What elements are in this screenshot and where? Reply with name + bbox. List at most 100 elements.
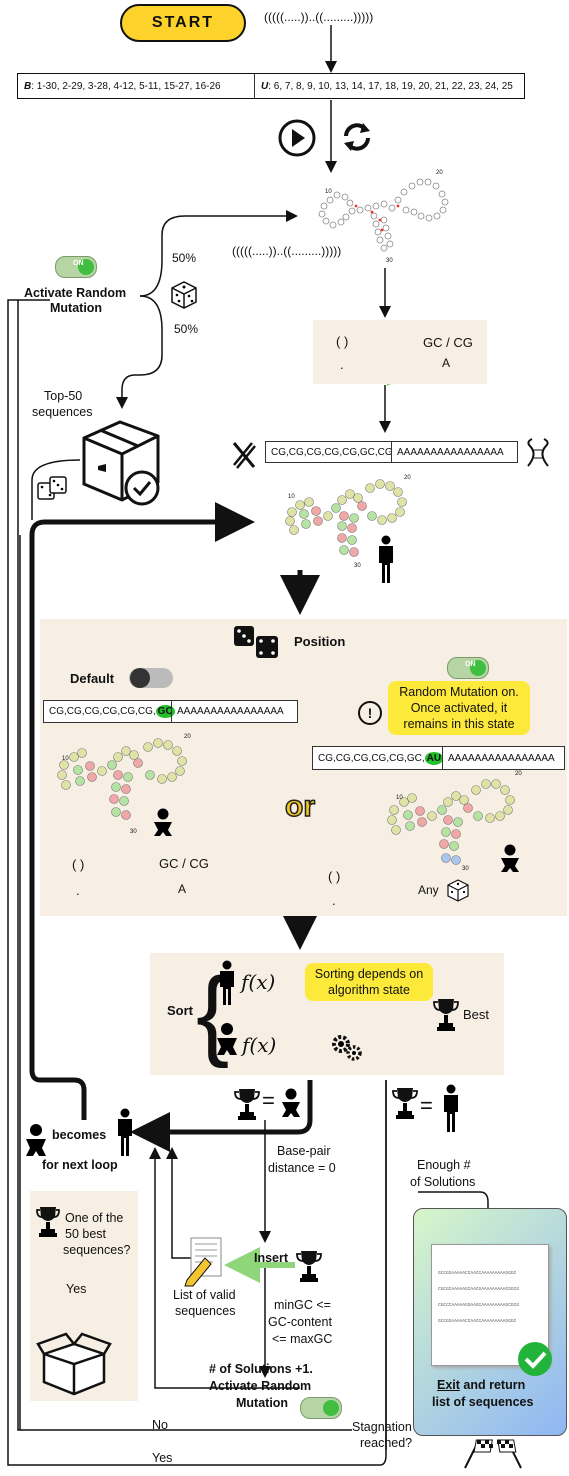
activate-line2: Mutation — [50, 301, 103, 315]
random-toggle-label: ON — [465, 661, 476, 668]
sequence-document: GCCGGAAAAACCAACCAAAAAAAAAGGGC CGCGCAAAAA… — [431, 1244, 549, 1366]
document-pencil-icon — [184, 1237, 222, 1287]
struct2-n20: 20 — [404, 475, 411, 481]
seq-random-mut: AU — [424, 751, 444, 765]
pair-sets-bar: B: 1-30, 2-29, 3-28, 4-12, 5-11, 15-27, … — [17, 73, 525, 99]
top-struct-n20: 20 — [436, 170, 443, 176]
position-label: Position — [294, 634, 346, 649]
dice-icon — [171, 281, 197, 309]
seq1-right: AAAAAAAAAAAAAAAA — [391, 442, 517, 462]
sort-best: Best — [463, 1007, 490, 1022]
rules-default-dot-symbol: . — [76, 883, 80, 898]
unpaired-label: U — [261, 80, 269, 92]
gc-rule-line1: minGC <= — [274, 1298, 331, 1312]
valid-list-line2: sequences — [175, 1304, 236, 1318]
baby-icon-random — [501, 844, 519, 872]
dna-icon — [527, 438, 549, 467]
top-struct-notation: (((((.....))..((.........))))) — [232, 244, 342, 258]
default-label: Default — [70, 671, 115, 686]
seq-random-left: CG,CG,CG,CG,CG,GC,AU — [313, 747, 444, 769]
seq-default-mut: GC — [155, 705, 175, 718]
refresh-icon[interactable] — [338, 118, 376, 156]
unpaired-cell: U: 6, 7, 8, 9, 10, 13, 14, 17, 18, 19, 2… — [254, 74, 524, 98]
random-mutation-note: Random Mutation on. Once activated, it r… — [388, 681, 530, 735]
becomes-word: becomes — [52, 1128, 107, 1142]
eq1: = — [262, 1088, 275, 1113]
enough-line1: Enough # — [417, 1158, 471, 1172]
top-struct-n30: 30 — [386, 258, 393, 264]
warning-icon: ! — [358, 701, 382, 725]
best50-line2: 50 best — [65, 1227, 107, 1241]
or-label: or — [284, 789, 316, 824]
sort-fx2: f(x) — [242, 1033, 277, 1057]
activate-p-top: 50% — [172, 251, 197, 265]
exit-word: Exit — [437, 1378, 460, 1392]
adult-icon-becomes — [118, 1108, 132, 1156]
baby-icon-eq — [282, 1088, 300, 1117]
struct2-n10: 10 — [288, 494, 295, 500]
trophy-icon-eq1 — [234, 1089, 260, 1120]
base-pairs-label: B — [24, 80, 32, 92]
rna-structure-default — [57, 738, 187, 820]
struct4-n20: 20 — [515, 771, 522, 777]
struct3-n20: 20 — [184, 734, 191, 740]
trophy-icon-best — [433, 999, 459, 1031]
rules1-dot-symbol: . — [340, 357, 344, 372]
open-box-icon — [36, 1332, 112, 1396]
adult-person-icon — [379, 535, 393, 583]
best50-line3: sequences? — [63, 1243, 131, 1257]
top50-line1: Top-50 — [44, 389, 83, 403]
activate-line1: Activate Random — [24, 286, 127, 300]
pencil-ruler-icon — [232, 442, 256, 469]
rules1-pair-result: GC / CG — [423, 335, 473, 350]
seq-default-box: CG,CG,CG,CG,CG,CG,GC AAAAAAAAAAAAAAAA — [43, 700, 298, 723]
seq-random-box: CG,CG,CG,CG,CG,GC,AU AAAAAAAAAAAAAAAA — [312, 746, 565, 770]
best50-line1: One of the — [65, 1211, 124, 1225]
top-struct-n10: 10 — [325, 189, 332, 195]
rules-default-dot-result: A — [178, 882, 187, 896]
seq-default-left: CG,CG,CG,CG,CG,CG,GC — [44, 701, 175, 722]
rules1-pair-symbol: ( ) — [336, 334, 349, 349]
rules-random-dot-symbol: . — [332, 893, 336, 908]
start-node: START — [120, 4, 246, 42]
seq-default-prefix: CG,CG,CG,CG,CG,CG, — [49, 706, 156, 717]
seq-random-right: AAAAAAAAAAAAAAAA — [442, 747, 564, 769]
play-icon[interactable] — [277, 118, 317, 158]
dice-any-icon — [447, 879, 469, 902]
stagnation-yes: Yes — [152, 1451, 173, 1465]
activate-p-bottom: 50% — [174, 322, 199, 336]
solutions-line3: Mutation — [236, 1396, 289, 1410]
rules-random-result: Any — [418, 883, 439, 897]
struct4-n10: 10 — [396, 795, 403, 801]
dice-pair-icon — [234, 626, 278, 658]
seq1-left: CG,CG,CG,CG,CG,GC,CG — [271, 446, 393, 458]
seq1-box: CG,CG,CG,CG,CG,GC,CG AAAAAAAAAAAAAAAA — [265, 441, 518, 463]
eq2: = — [420, 1093, 433, 1118]
activate-toggle-on[interactable] — [55, 256, 97, 278]
default-toggle-off[interactable] — [129, 668, 173, 688]
bp-distance-line2: distance = 0 — [268, 1161, 336, 1175]
seq-random-prefix: CG,CG,CG,CG,CG,GC, — [318, 752, 425, 764]
finish-flags-icon — [464, 1439, 522, 1469]
baby-icon-sort — [217, 1023, 237, 1055]
exit-line1: Exit and return — [437, 1378, 525, 1392]
adult-icon-sort — [220, 960, 234, 1005]
valid-list-line1: List of valid — [173, 1288, 236, 1302]
base-pairs-cell: B: 1-30, 2-29, 3-28, 4-12, 5-11, 15-27, … — [18, 74, 254, 98]
baby-icon-becomes — [26, 1124, 46, 1156]
random-toggle-on[interactable] — [447, 657, 489, 679]
doc-line-4: GCCGGAAAAACCAACCAAAAAAAAAGGGC — [438, 1319, 517, 1324]
solutions-toggle-on[interactable] — [300, 1397, 342, 1419]
top50-line2: sequences — [32, 405, 93, 419]
rna-structure-random — [387, 779, 515, 865]
start-label: START — [151, 14, 215, 31]
rules1-dot-result: A — [442, 356, 451, 370]
sort-note: Sorting depends on algorithm state — [305, 963, 433, 1001]
adult-icon-eq — [444, 1084, 458, 1132]
dice-small-icon — [37, 476, 67, 500]
enough-line2: of Solutions — [410, 1175, 476, 1189]
structure-notation: (((((.....))..((.........))))) — [264, 10, 374, 24]
sort-fx1: f(x) — [241, 970, 276, 994]
base-pairs-value: : 1-30, 2-29, 3-28, 4-12, 5-11, 15-27, 1… — [31, 80, 221, 92]
check-circle-icon — [518, 1342, 552, 1376]
